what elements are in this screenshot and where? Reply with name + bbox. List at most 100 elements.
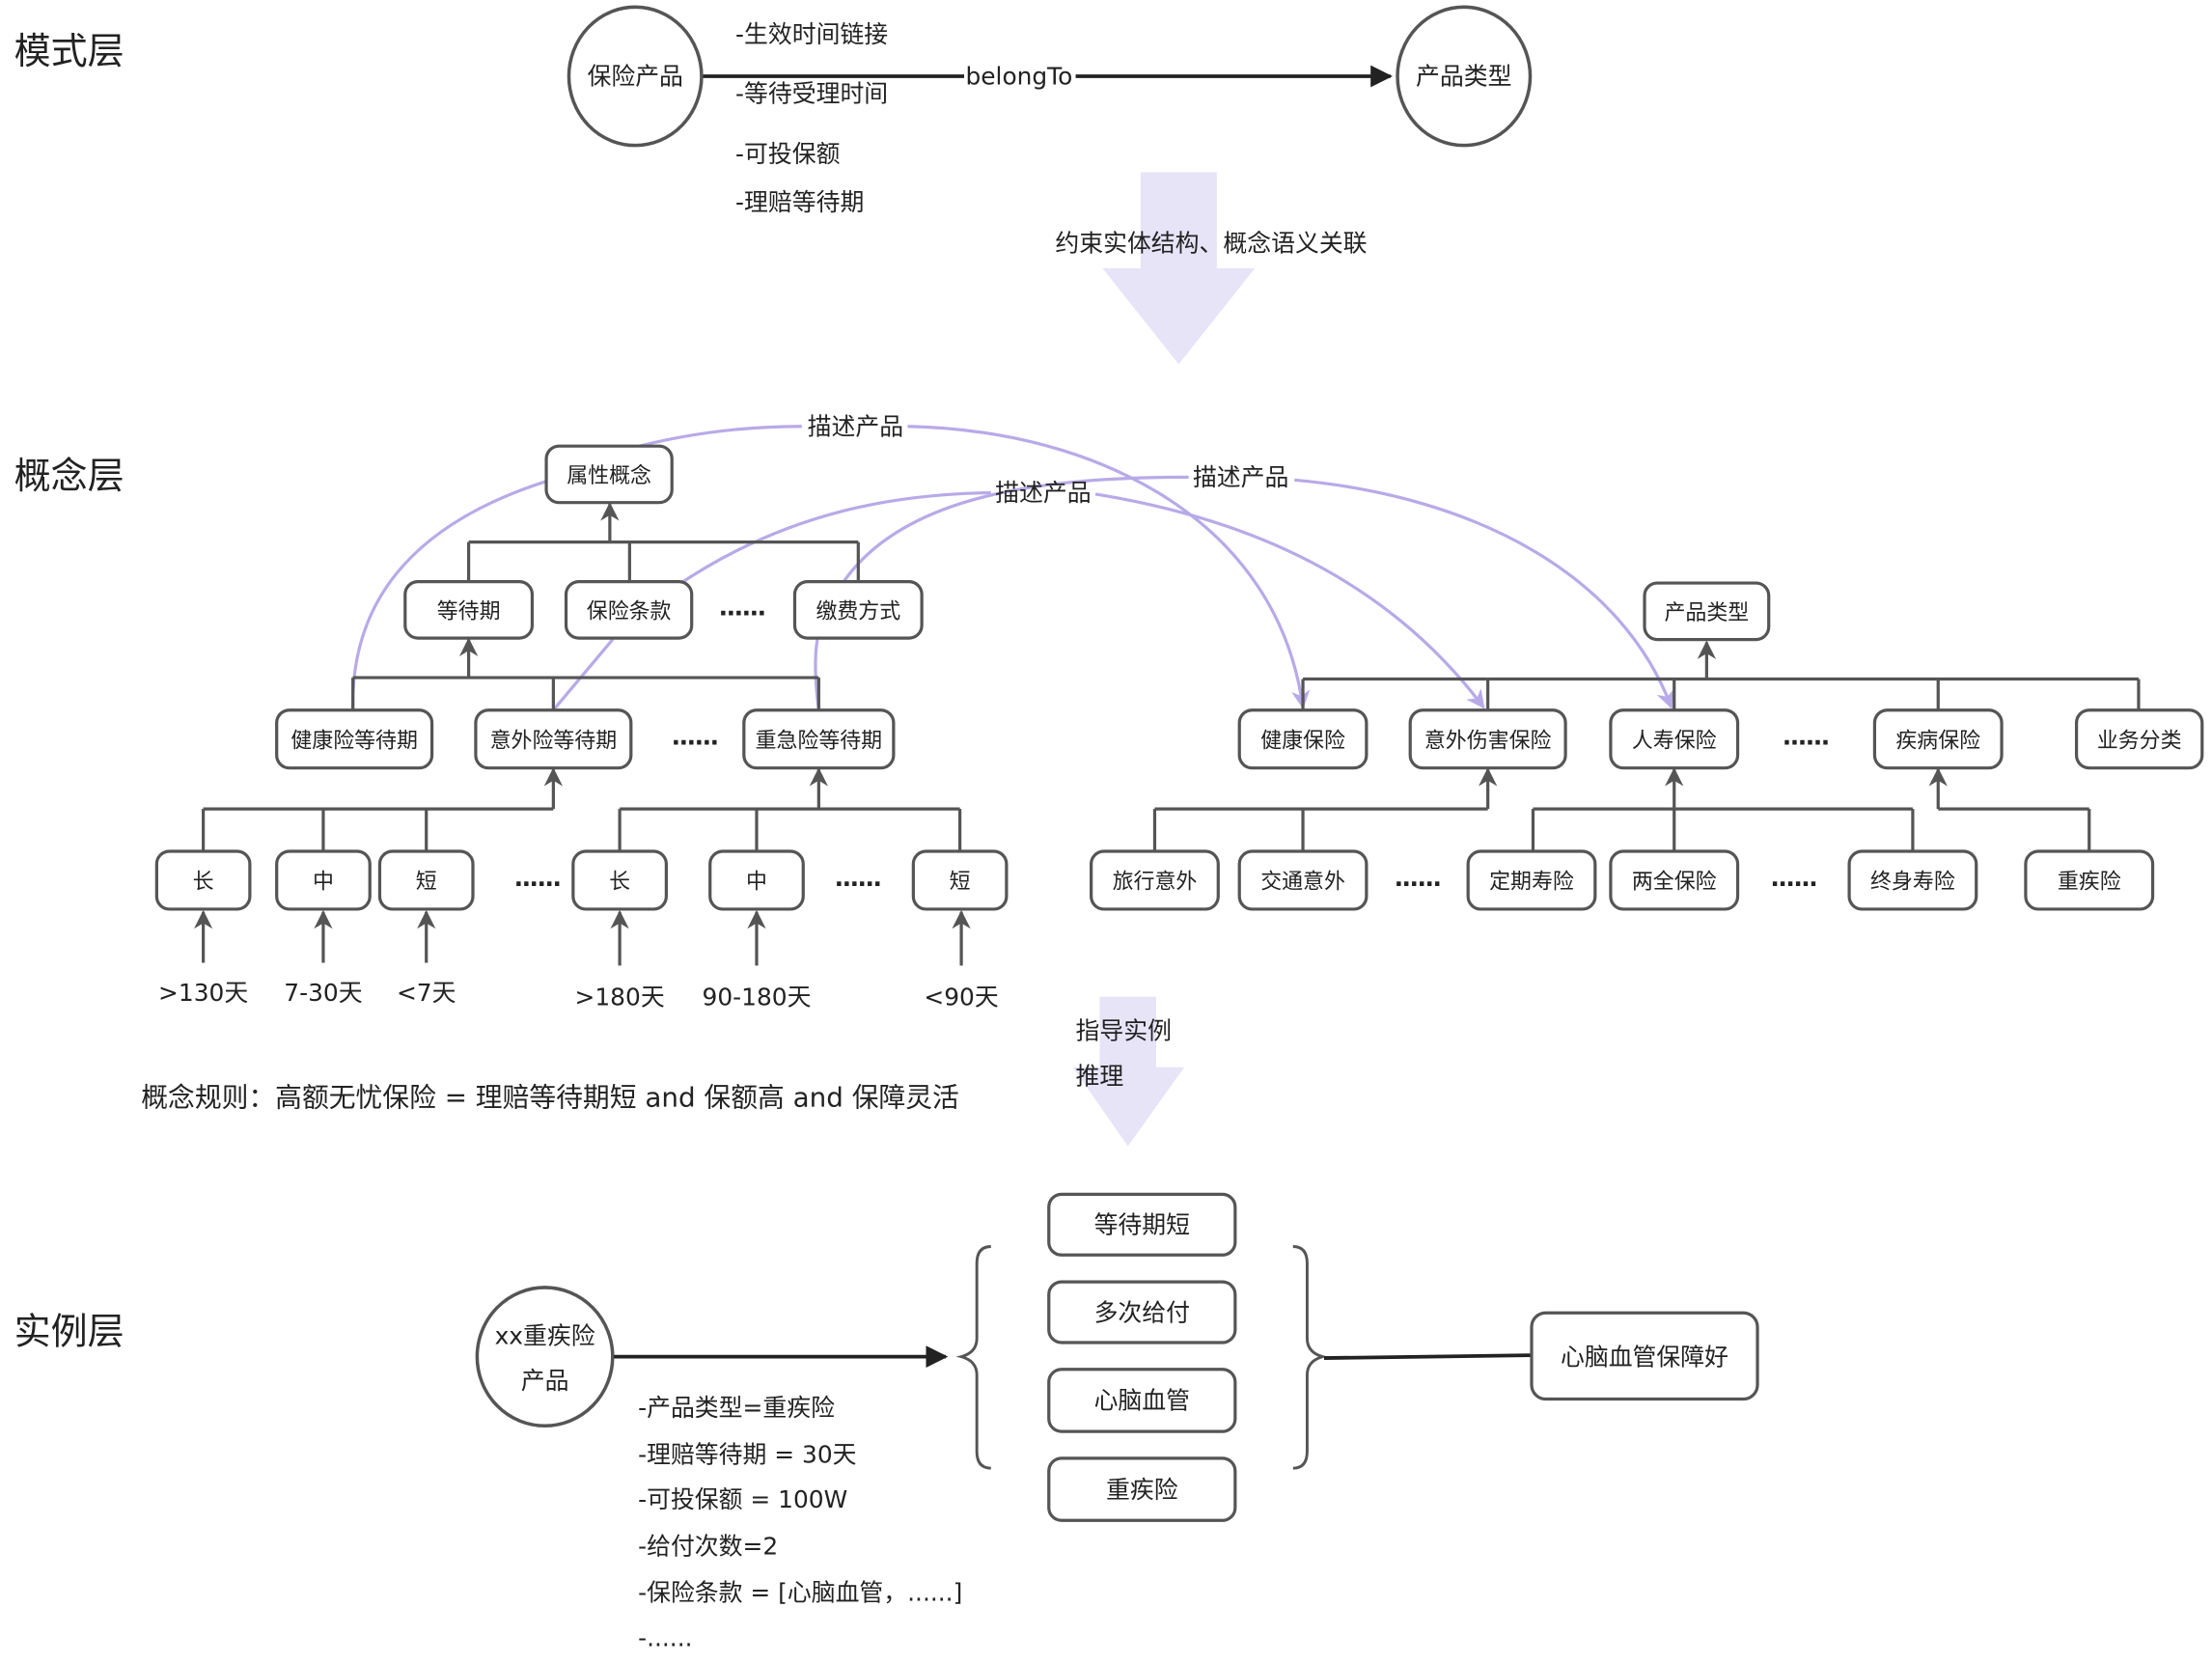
entity-circle[interactable] — [475, 1286, 615, 1428]
concept-node-waiting-level[interactable]: 中 — [708, 849, 805, 911]
concept-node-product-type[interactable]: 健康保险 — [1237, 708, 1369, 770]
relation-curve — [351, 478, 551, 710]
waiting-value-label: >130天 — [158, 979, 248, 1007]
node-label: 产品类型 — [1665, 601, 1750, 625]
concept-node-product-type[interactable]: 意外伤害保险 — [1408, 708, 1567, 770]
concept-node-disease-subtype[interactable]: 重疾险 — [2024, 849, 2155, 911]
concept-node-waiting-level[interactable]: 长 — [571, 849, 668, 911]
concept-node-product-type[interactable]: 业务分类 — [2074, 708, 2204, 770]
node-box[interactable] — [1237, 849, 1369, 911]
node-box[interactable] — [1047, 1192, 1237, 1257]
node-box[interactable] — [154, 849, 252, 911]
conclusion-node[interactable]: 心脑血管保障好 — [1530, 1311, 1759, 1401]
node-label: 等待期 — [437, 600, 501, 624]
node-box[interactable] — [1408, 708, 1567, 770]
node-label: 交通意外 — [1260, 871, 1345, 895]
concept-node-product-type[interactable]: 疾病保险 — [1872, 708, 2004, 770]
node-box[interactable] — [403, 580, 535, 640]
node-label: 长 — [193, 871, 214, 895]
node-box[interactable] — [1609, 708, 1740, 770]
node-label: 多次给付 — [1094, 1298, 1190, 1326]
node-box[interactable] — [1047, 1280, 1237, 1344]
node-box[interactable] — [275, 708, 434, 770]
node-box[interactable] — [1609, 849, 1740, 911]
entity-circle[interactable] — [1396, 5, 1533, 148]
concept-node-waiting-level[interactable]: 短 — [911, 849, 1009, 911]
instance-tag[interactable]: 重疾险 — [1047, 1456, 1237, 1522]
node-box[interactable] — [1466, 849, 1597, 911]
concept-node-product-root[interactable]: 产品类型 — [1643, 581, 1771, 642]
node-label: 旅行意外 — [1113, 871, 1198, 895]
node-label: 终身寿险 — [1870, 871, 1955, 895]
instance-tag[interactable]: 心脑血管 — [1047, 1368, 1237, 1433]
node-label: 人寿保险 — [1632, 729, 1717, 753]
ellipsis-marker: ...... — [514, 864, 561, 892]
relation-curve — [1094, 492, 1485, 709]
entity-label: 产品类型 — [1416, 63, 1511, 91]
concept-rule: 概念规则：高额无忧保险 = 理赔等待期短 and 保额高 and 保障灵活 — [141, 1082, 959, 1114]
concept-node-waiting-period[interactable]: 意外险等待期 — [474, 708, 633, 770]
concept-node-waiting-level[interactable]: 长 — [154, 849, 252, 911]
node-box[interactable] — [474, 708, 633, 770]
node-box[interactable] — [2024, 849, 2155, 911]
node-box[interactable] — [1847, 849, 1978, 911]
node-box[interactable] — [792, 580, 924, 640]
node-box[interactable] — [377, 849, 475, 911]
instance-tag[interactable]: 多次给付 — [1047, 1280, 1237, 1344]
concept-node-waiting-level[interactable]: 中 — [275, 849, 372, 911]
concept-node-accident-subtype[interactable]: 旅行意外 — [1090, 849, 1220, 911]
node-box[interactable] — [544, 444, 674, 505]
ellipsis-marker: ...... — [719, 594, 765, 622]
belongto-label: belongTo — [965, 63, 1072, 91]
concept-node-attribute-root[interactable]: 属性概念 — [544, 444, 674, 505]
node-box[interactable] — [1237, 708, 1369, 770]
node-box[interactable] — [1047, 1368, 1237, 1433]
node-box[interactable] — [1872, 708, 2004, 770]
node-box[interactable] — [911, 849, 1009, 911]
schema-entity-product-type[interactable]: 产品类型 — [1396, 5, 1533, 148]
instance-entity[interactable]: xx重疾险 产品 — [475, 1286, 615, 1428]
waiting-value-label: <7天 — [397, 979, 456, 1007]
node-box[interactable] — [742, 708, 896, 770]
conclusion-box[interactable] — [1530, 1311, 1759, 1401]
ellipsis-marker: ...... — [835, 864, 881, 892]
instance-layer: xx重疾险 产品 -产品类型=重疾险 -理赔等待期 = 30天 -可投保额 = … — [475, 1192, 1759, 1651]
entity-label: 保险产品 — [587, 63, 682, 91]
concept-node-life-subtype[interactable]: 定期寿险 — [1466, 849, 1597, 911]
instance-tag[interactable]: 等待期短 — [1047, 1192, 1237, 1257]
relation-label-describes-product: 描述产品 — [808, 412, 903, 440]
concept-node-attribute-child[interactable]: 等待期 — [403, 580, 535, 640]
node-box[interactable] — [1047, 1456, 1237, 1522]
concept-node-life-subtype[interactable]: 两全保险 — [1609, 849, 1740, 911]
concept-node-accident-subtype[interactable]: 交通意外 — [1237, 849, 1369, 911]
schema-entity-insurance-product[interactable]: 保险产品 — [567, 5, 704, 148]
node-label: 重疾险 — [1106, 1476, 1178, 1504]
node-box[interactable] — [708, 849, 805, 911]
node-label: 长 — [609, 871, 630, 895]
concept-node-waiting-period[interactable]: 健康险等待期 — [275, 708, 434, 770]
node-label: 缴费方式 — [816, 600, 900, 624]
node-box[interactable] — [571, 849, 668, 911]
left-brace — [955, 1245, 991, 1470]
relation-curve — [627, 425, 802, 451]
concept-nodes: 属性概念等待期 保险条款...... 缴费方式健康险等待期意外险等待期...... 重… — [154, 444, 2204, 1011]
ellipsis-marker: ...... — [1770, 864, 1816, 892]
entity-circle[interactable] — [567, 5, 704, 148]
conclusion-label: 心脑血管保障好 — [1561, 1343, 1728, 1371]
schema-attribute: -可投保额 — [735, 140, 841, 168]
node-box[interactable] — [1090, 849, 1220, 911]
node-label: 属性概念 — [567, 464, 651, 488]
node-box[interactable] — [1643, 581, 1771, 642]
node-box[interactable] — [2074, 708, 2204, 770]
concept-node-product-type[interactable]: 人寿保险 — [1609, 708, 1740, 770]
node-label: 心脑血管 — [1094, 1387, 1190, 1415]
concept-node-waiting-level[interactable]: 短 — [377, 849, 475, 911]
concept-node-disease-subtype[interactable]: 终身寿险 — [1847, 849, 1978, 911]
node-box[interactable] — [275, 849, 372, 911]
concept-node-attribute-child[interactable]: 保险条款 — [564, 580, 694, 640]
concept-node-waiting-period[interactable]: 重急险等待期 — [742, 708, 896, 770]
node-box[interactable] — [564, 580, 694, 640]
ellipsis-marker: ...... — [1395, 864, 1441, 892]
concept-node-attribute-child[interactable]: 缴费方式 — [792, 580, 924, 640]
ellipsis-marker: ...... — [1783, 723, 1829, 751]
